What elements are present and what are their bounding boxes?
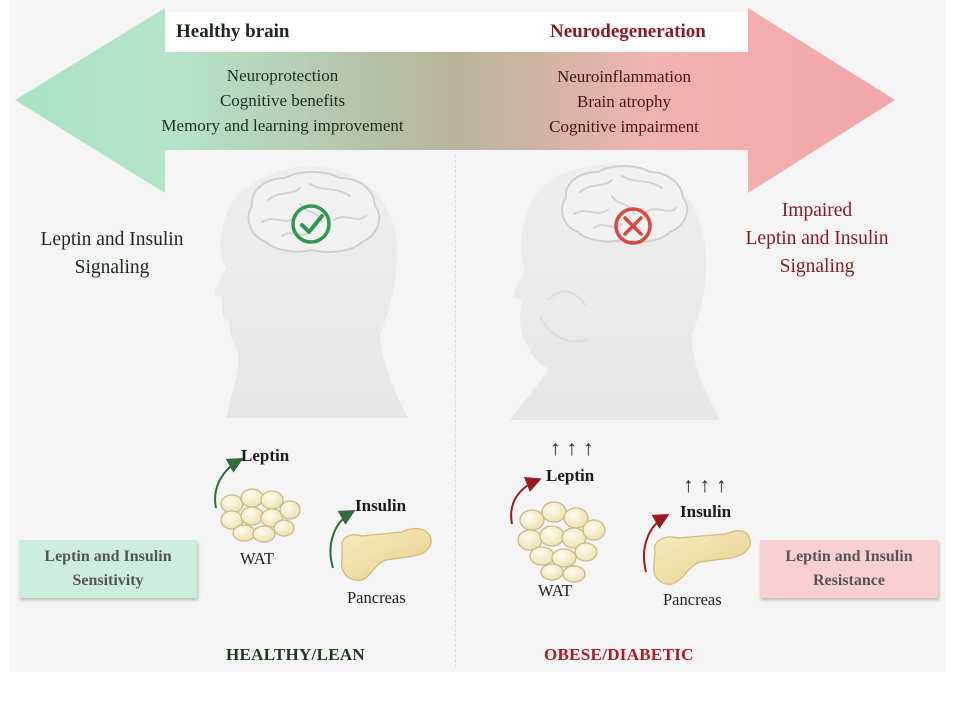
double-chin-lower bbox=[539, 315, 589, 343]
insulin-label-right: Insulin bbox=[680, 502, 732, 521]
sensitivity-line: Sensitivity bbox=[72, 572, 144, 589]
check-icon bbox=[291, 204, 331, 244]
resistance-line: Resistance bbox=[813, 572, 885, 589]
signaling-line: Leptin and Insulin bbox=[745, 228, 889, 249]
pancreas-label-left: Pancreas bbox=[347, 588, 406, 607]
wat-label-right: WAT bbox=[538, 581, 572, 600]
leptin-label-left: Leptin bbox=[241, 446, 290, 465]
brain-right bbox=[561, 165, 689, 243]
pancreas-left bbox=[341, 527, 432, 581]
leptin-arrow-left bbox=[214, 458, 244, 509]
sensitivity-line: Leptin and Insulin bbox=[44, 548, 172, 565]
healthy-effects-list: Neuroprotection Cognitive benefits Memor… bbox=[130, 63, 435, 138]
cross-icon bbox=[614, 207, 652, 245]
signaling-line: Signaling bbox=[779, 256, 855, 277]
pancreas-right bbox=[653, 529, 751, 585]
leptin-arrow-right bbox=[510, 477, 542, 525]
disease-effect: Brain atrophy bbox=[577, 92, 671, 111]
sensitivity-box: Leptin and Insulin Sensitivity bbox=[19, 540, 197, 598]
signaling-label-right: Impaired Leptin and Insulin Signaling bbox=[722, 197, 912, 281]
signaling-line: Impaired bbox=[781, 200, 853, 221]
insulin-arrow-right bbox=[643, 514, 670, 573]
resistance-line: Leptin and Insulin bbox=[785, 548, 913, 565]
obese-diabetic-label: OBESE/DIABETIC bbox=[544, 645, 694, 664]
up-arrows-leptin: ↑↑↑ bbox=[550, 436, 600, 460]
resistance-box: Leptin and Insulin Resistance bbox=[760, 540, 938, 598]
healthy-lean-label: HEALTHY/LEAN bbox=[226, 645, 366, 664]
signaling-line: Signaling bbox=[74, 257, 150, 278]
center-divider bbox=[455, 155, 456, 667]
healthy-effect: Cognitive benefits bbox=[219, 91, 346, 110]
pancreas-label-right: Pancreas bbox=[663, 590, 722, 609]
wat-label-left: WAT bbox=[240, 549, 274, 568]
neurodegeneration-title: Neurodegeneration bbox=[550, 21, 706, 42]
healthy-brain-title: Healthy brain bbox=[176, 21, 290, 42]
double-chin-left bbox=[547, 290, 587, 307]
wat-cluster-right bbox=[517, 501, 606, 583]
signaling-line: Leptin and Insulin bbox=[40, 229, 184, 250]
wat-cluster-left bbox=[220, 488, 301, 543]
disease-effect: Neuroinflammation bbox=[556, 67, 692, 86]
banner-title-strip bbox=[165, 12, 748, 52]
insulin-arrow-left bbox=[329, 510, 356, 569]
healthy-effect: Neuroprotection bbox=[226, 66, 339, 85]
insulin-label-left: Insulin bbox=[355, 496, 407, 515]
disease-effects-list: Neuroinflammation Brain atrophy Cognitiv… bbox=[524, 64, 724, 139]
banner-arrow bbox=[15, 8, 895, 193]
brain-left bbox=[247, 171, 381, 253]
disease-effect: Cognitive impairment bbox=[549, 117, 699, 136]
leptin-label-right: Leptin bbox=[546, 466, 595, 485]
up-arrows-insulin: ↑↑↑ bbox=[683, 473, 733, 497]
signaling-label-left: Leptin and Insulin Signaling bbox=[14, 226, 210, 282]
healthy-effect: Memory and learning improvement bbox=[161, 116, 404, 135]
